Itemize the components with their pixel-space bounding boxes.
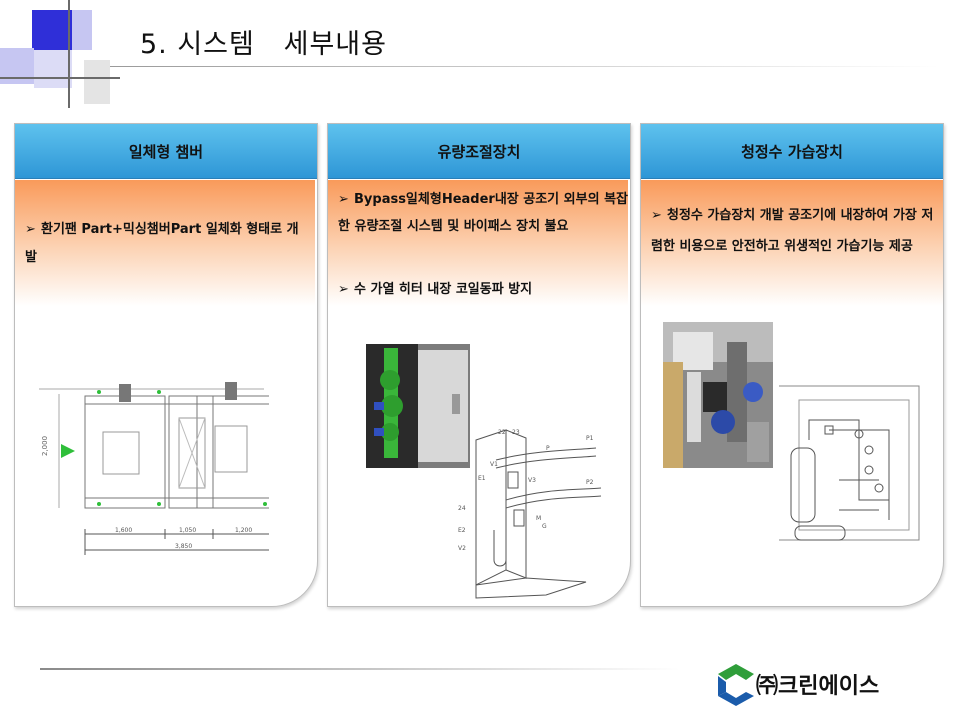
corner-decoration [34, 50, 72, 88]
diagram-label: 24 [458, 505, 466, 512]
panel-integrated-chamber: 일체형 챔버 ➢환기팬 Part+믹싱챔버Part 일체화 형태로 개발 [14, 123, 318, 607]
company-logo-icon [718, 664, 754, 706]
bullet-text: 환기팬 Part+믹싱챔버Part 일체화 형태로 개발 [25, 222, 299, 265]
corner-decoration [68, 0, 70, 108]
panel-heading: 청정수 가습장치 [641, 124, 943, 179]
humidifier-diagram [779, 385, 920, 541]
panel-heading: 유량조절장치 [328, 124, 630, 179]
bullet-text: Bypass일체형Header내장 공조기 외부의 복잡한 유량조절 시스템 및… [338, 192, 628, 234]
panel-heading: 일체형 챔버 [15, 124, 317, 179]
panel-clean-water-humidifier: 청정수 가습장치 ➢청정수 가습장치 개발 공조기에 내장하여 가장 저렴한 비… [640, 123, 944, 607]
diagram-label: P1 [586, 435, 594, 442]
bullet-item: ➢ 수 가열 히터 내장 코일동파 방지 [338, 276, 628, 304]
title-divider [110, 66, 940, 67]
diagram-label: E2 [458, 527, 466, 534]
corner-decoration [0, 77, 120, 79]
dimension-label: 3,850 [175, 543, 192, 550]
dimension-label: 1,050 [179, 527, 196, 534]
footer-divider [40, 668, 680, 670]
diagram-label: P2 [586, 479, 594, 486]
bullet-item: ➢청정수 가습장치 개발 공조기에 내장하여 가장 저렴한 비용으로 안전하고 … [651, 200, 941, 262]
diagram-label: 22 [498, 429, 506, 436]
bullet-arrow-icon: ➢ [338, 282, 349, 297]
diagram-label: V1 [490, 461, 498, 468]
diagram-label: P [546, 445, 550, 452]
chamber-drawing: 2,000 1,600 1,050 1,200 3,850 [39, 382, 269, 555]
flow-control-diagram: P1 P2 22 23 V1 V3 E1 24 E2 V2 M G P [458, 429, 602, 599]
dimension-label: 1,600 [115, 527, 132, 534]
diagram-label: V3 [528, 477, 536, 484]
panel-description: ➢Bypass일체형Header내장 공조기 외부의 복잡한 유량조절 시스템 … [328, 180, 628, 306]
dimension-label: 1,200 [235, 527, 252, 534]
panel-description: ➢환기팬 Part+믹싱챔버Part 일체화 형태로 개발 [15, 180, 315, 306]
bullet-text: 수 가열 히터 내장 코일동파 방지 [354, 282, 533, 297]
company-name: ㈜크린에이스 [756, 674, 880, 699]
bullet-arrow-icon: ➢ [25, 222, 36, 237]
diagram-label: M [536, 515, 541, 522]
corner-decoration [32, 10, 72, 50]
flow-control-photo [366, 344, 470, 468]
bullet-item: ➢Bypass일체형Header내장 공조기 외부의 복잡한 유량조절 시스템 … [338, 186, 628, 240]
corner-decoration [84, 60, 110, 104]
corner-decoration [72, 10, 92, 50]
diagram-label: G [542, 523, 547, 530]
bullet-text: 청정수 가습장치 개발 공조기에 내장하여 가장 저렴한 비용으로 안전하고 위… [651, 208, 934, 254]
bullet-arrow-icon: ➢ [651, 208, 662, 223]
humidifier-photo [663, 322, 773, 468]
panel-description: ➢청정수 가습장치 개발 공조기에 내장하여 가장 저렴한 비용으로 안전하고 … [641, 180, 943, 306]
diagram-label: E1 [478, 475, 486, 482]
page-title: 5. 시스템 세부내용 [140, 29, 387, 60]
bullet-arrow-icon: ➢ [338, 192, 349, 207]
panel-flow-control: 유량조절장치 ➢Bypass일체형Header내장 공조기 외부의 복잡한 유량… [327, 123, 631, 607]
bullet-item: ➢환기팬 Part+믹싱챔버Part 일체화 형태로 개발 [25, 216, 310, 272]
dimension-label: 2,000 [41, 436, 49, 456]
diagram-label: 23 [512, 429, 520, 436]
diagram-label: V2 [458, 545, 466, 552]
